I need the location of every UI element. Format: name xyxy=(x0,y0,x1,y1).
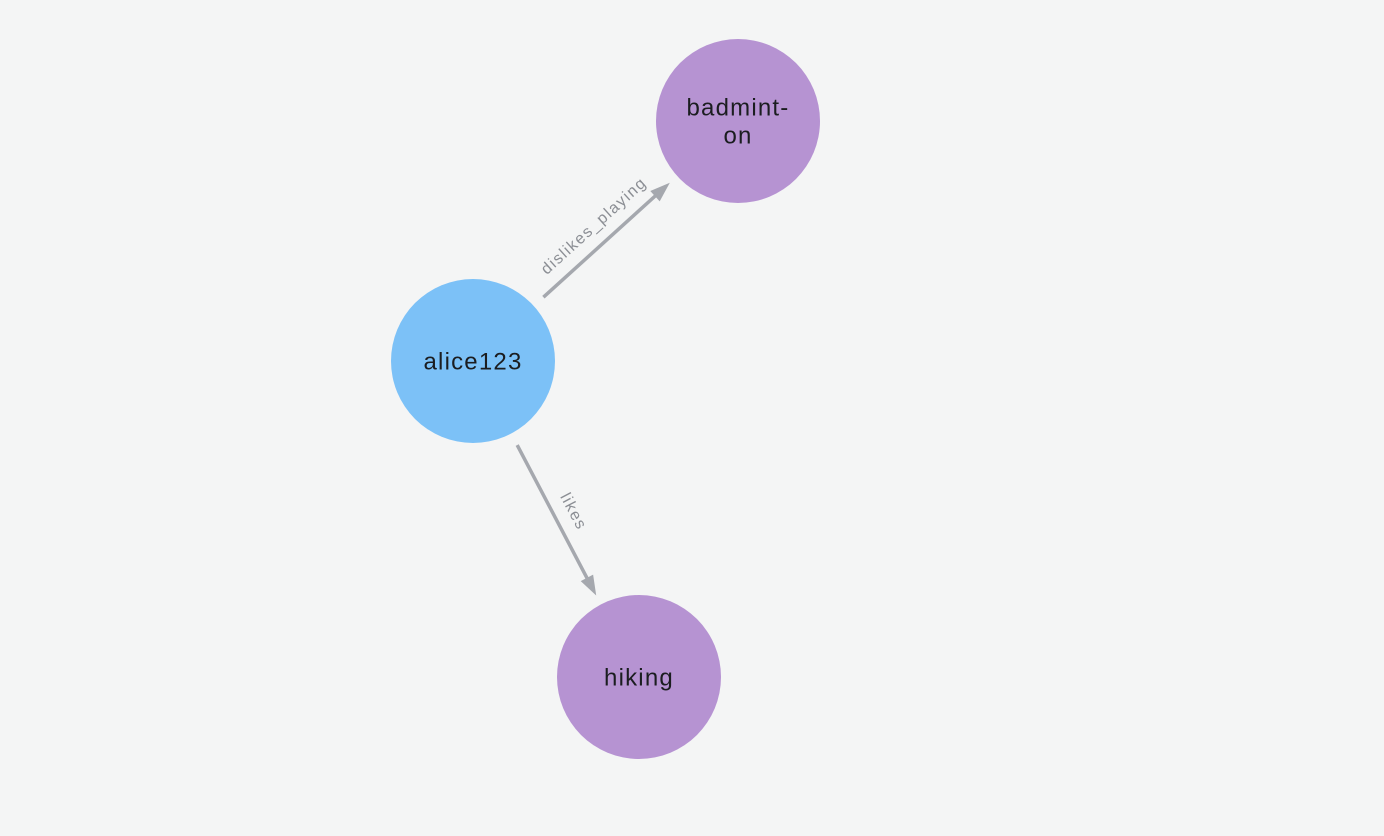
graph-node-badminton[interactable]: badmint-on xyxy=(656,39,820,203)
graph-edge-dislikes_playing[interactable]: dislikes_playing xyxy=(538,174,670,299)
node-label: badmint-on xyxy=(687,94,790,149)
node-circle[interactable] xyxy=(656,39,820,203)
graph-edge-likes[interactable]: likes xyxy=(515,444,597,596)
edge-label: dislikes_playing xyxy=(538,174,650,278)
node-circle[interactable] xyxy=(557,595,721,759)
node-label: alice123 xyxy=(423,348,522,375)
node-circle[interactable] xyxy=(391,279,555,443)
edge-arrowhead-icon xyxy=(650,182,670,202)
graph-node-hiking[interactable]: hiking xyxy=(557,595,721,759)
node-label: hiking xyxy=(604,664,674,691)
graph-node-alice123[interactable]: alice123 xyxy=(391,279,555,443)
edge-arrowhead-icon xyxy=(580,574,597,596)
